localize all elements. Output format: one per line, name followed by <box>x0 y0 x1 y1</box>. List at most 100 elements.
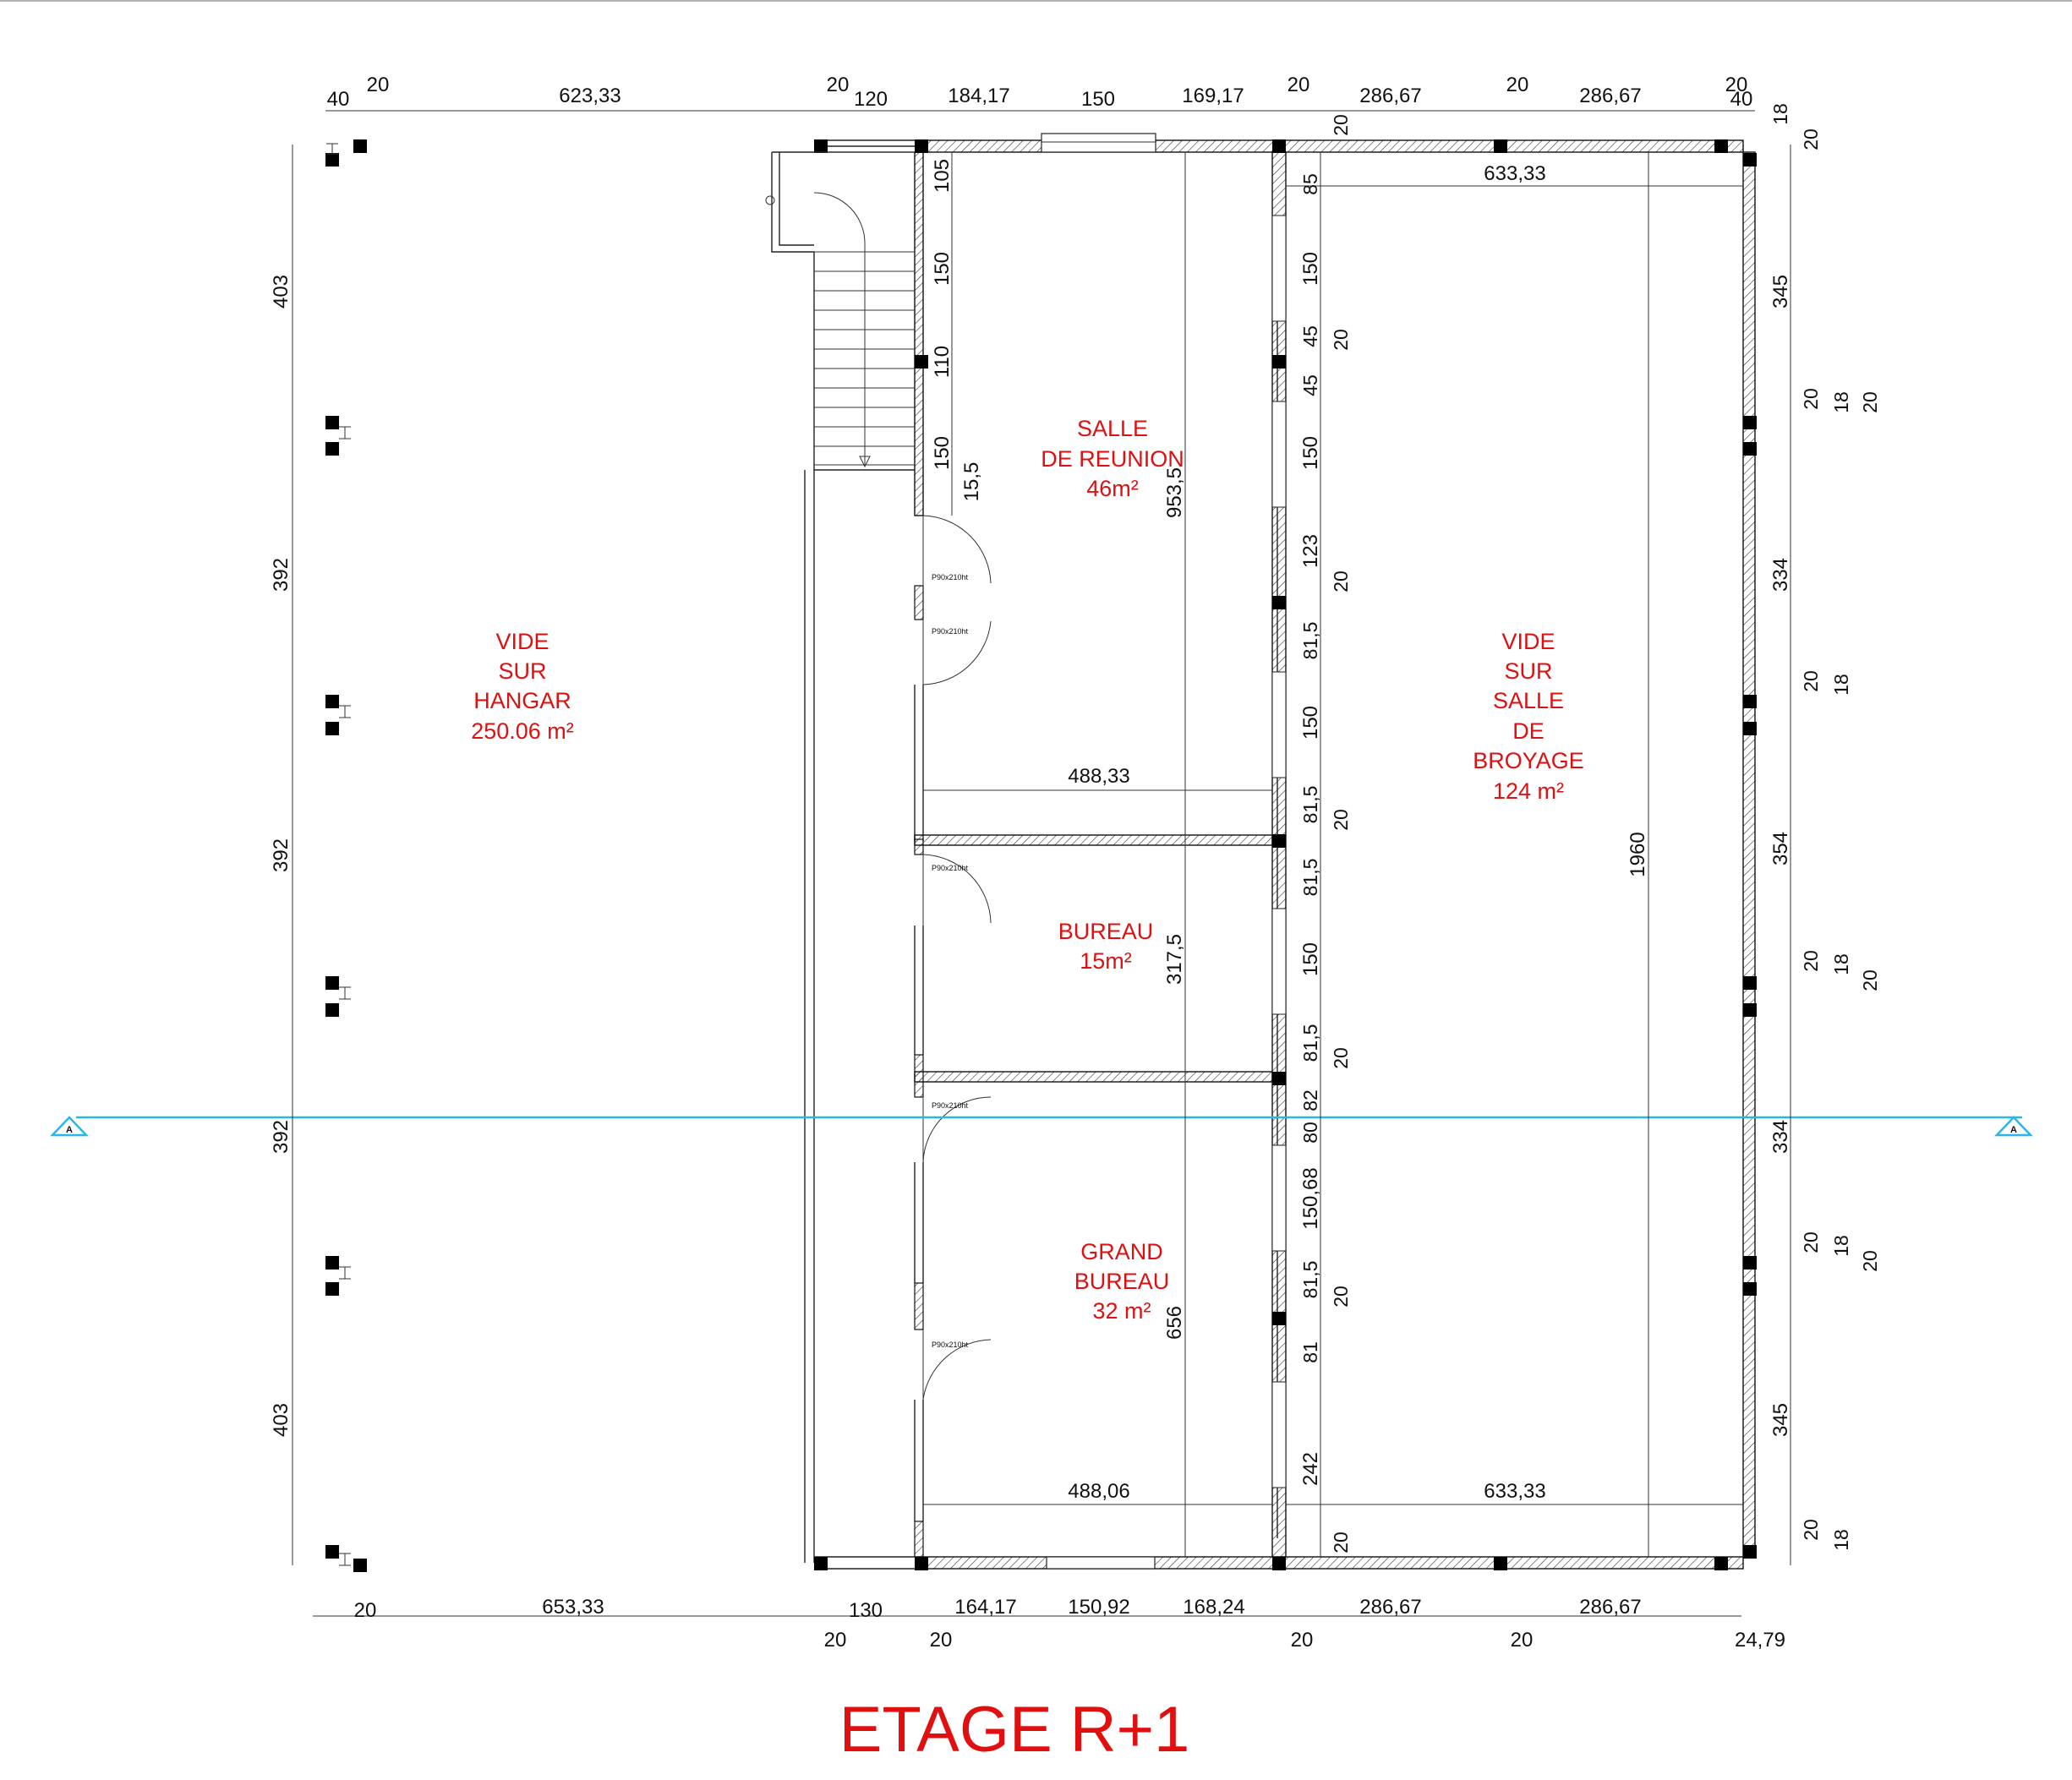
dim-label: 80 <box>1299 1122 1321 1144</box>
column <box>325 1256 339 1269</box>
column <box>325 722 339 735</box>
dim-label: 488,06 <box>1068 1480 1129 1503</box>
dim-label: 18 <box>1830 953 1852 975</box>
dim-label: 20 <box>1800 950 1822 972</box>
page-title: ETAGE R+1 <box>839 1694 1190 1766</box>
dim-label: 286,67 <box>1579 85 1641 107</box>
hangar-columns <box>325 139 367 1572</box>
door-label: P90x210ht <box>932 864 969 872</box>
dim-label: 20 <box>1330 1047 1352 1069</box>
dim-label: 150 <box>931 252 954 286</box>
door-label: P90x210ht <box>932 627 969 636</box>
dim-label: 656 <box>1163 1306 1186 1340</box>
column <box>325 695 339 708</box>
dim-label: 18 <box>1830 391 1852 413</box>
partition-reunion-bureau <box>914 834 1273 846</box>
dim-label: 150,68 <box>1299 1167 1322 1229</box>
right-wall <box>1742 151 1756 1558</box>
left-dimensions: 403 392 392 392 403 <box>270 275 292 1437</box>
dim-label: 317,5 <box>1163 934 1186 985</box>
dim-label: 653,33 <box>542 1596 604 1619</box>
dim-label: 81,5 <box>1299 1024 1321 1062</box>
dim-label: 633,33 <box>1484 1480 1545 1503</box>
dim-label: 354 <box>1769 832 1792 865</box>
dim-label: 20 <box>1800 1231 1822 1253</box>
room-label-line: DE REUNION <box>1041 446 1184 472</box>
dim-label: 120 <box>854 88 888 111</box>
dim-label: 20 <box>1511 1629 1533 1652</box>
dim-label: 82 <box>1299 1089 1321 1111</box>
room-label-line: SALLE <box>1493 688 1564 713</box>
dim-label: 20 <box>1859 391 1881 413</box>
dim-label: 20 <box>1330 114 1352 136</box>
dim-label: 20 <box>1330 1532 1352 1553</box>
dim-label: 110 <box>931 346 954 378</box>
dim-label: 40 <box>1730 88 1753 111</box>
ipe-profile <box>339 1266 351 1280</box>
room-label-line: BROYAGE <box>1473 748 1584 773</box>
room-label-broyage: VIDE SUR SALLE DE BROYAGE 124 m² <box>1473 629 1584 804</box>
door-swing <box>922 620 992 685</box>
dim-label: 20 <box>1800 1519 1822 1541</box>
dim-label: 20 <box>1859 969 1881 991</box>
column <box>353 139 367 153</box>
bottom-window <box>1046 1556 1156 1570</box>
dim-label: 150 <box>1299 252 1322 286</box>
room-label-line: 46m² <box>1086 476 1139 501</box>
dim-label: 633,33 <box>1484 162 1545 185</box>
dim-label: 345 <box>1769 1403 1792 1437</box>
stair-arrow-icon <box>859 456 871 468</box>
dim-label: 20 <box>354 1599 377 1622</box>
dim-label: 392 <box>270 558 292 592</box>
dim-label: 334 <box>1769 1120 1792 1154</box>
dim-label: 20 <box>1725 74 1748 96</box>
dim-label: 20 <box>367 74 390 96</box>
door-swing <box>922 1096 992 1163</box>
room-label-line: HANGAR <box>473 688 571 713</box>
column <box>325 1003 339 1017</box>
room-label-grand-bureau: GRAND BUREAU 32 m² <box>1074 1239 1170 1324</box>
dim-label: 150 <box>931 436 954 470</box>
section-marker-icon <box>50 1116 89 1137</box>
door-swing <box>922 515 992 586</box>
room-label-line: 15m² <box>1080 948 1132 974</box>
dim-label: 150 <box>1299 942 1322 976</box>
bottom-left-wall <box>814 1556 923 1570</box>
dim-label: 20 <box>930 1629 953 1652</box>
door-label: P90x210ht <box>932 1101 969 1110</box>
room-label-line: 124 m² <box>1493 778 1564 804</box>
room-label-line: BUREAU <box>1074 1269 1170 1294</box>
corridor-inner-wall <box>914 151 924 516</box>
top-dimensions: 40 20 623,33 20 120 184,17 150 169,17 20… <box>327 74 1753 111</box>
dim-label: 403 <box>270 275 292 308</box>
right-dimensions: 18 20 345 20 18 20 334 20 18 354 20 18 2… <box>1769 103 1881 1551</box>
column <box>325 442 339 456</box>
column <box>325 1545 339 1559</box>
dim-label: 150 <box>1299 706 1322 740</box>
section-marker-right: A <box>2010 1125 2017 1135</box>
dim-label: 392 <box>270 838 292 872</box>
section-line-a: A A <box>50 1116 2033 1137</box>
dim-label: 20 <box>827 74 850 96</box>
dim-label: 81 <box>1299 1341 1321 1363</box>
dim-label: 85 <box>1299 173 1321 195</box>
dim-label: 20 <box>1800 670 1822 692</box>
column <box>325 153 339 167</box>
room-label-reunion: SALLE DE REUNION 46m² <box>1041 416 1184 501</box>
room-label-line: DE <box>1512 718 1544 744</box>
dim-label: 20 <box>1330 1286 1352 1308</box>
dim-label: 150 <box>1081 88 1115 111</box>
dim-label: 488,33 <box>1068 765 1129 788</box>
partition-bureau-grand <box>914 1071 1273 1083</box>
dim-label: 169,17 <box>1182 85 1244 107</box>
top-window <box>1041 133 1156 153</box>
dim-label: 81,5 <box>1299 1261 1321 1299</box>
dim-label: 242 <box>1299 1452 1322 1486</box>
dim-label: 81,5 <box>1299 786 1321 824</box>
ipe-profile <box>326 143 338 155</box>
staircase <box>765 151 915 471</box>
ipe-profile <box>339 426 351 440</box>
room-label-line: GRAND <box>1080 1239 1163 1264</box>
dim-label: 81,5 <box>1299 859 1321 897</box>
